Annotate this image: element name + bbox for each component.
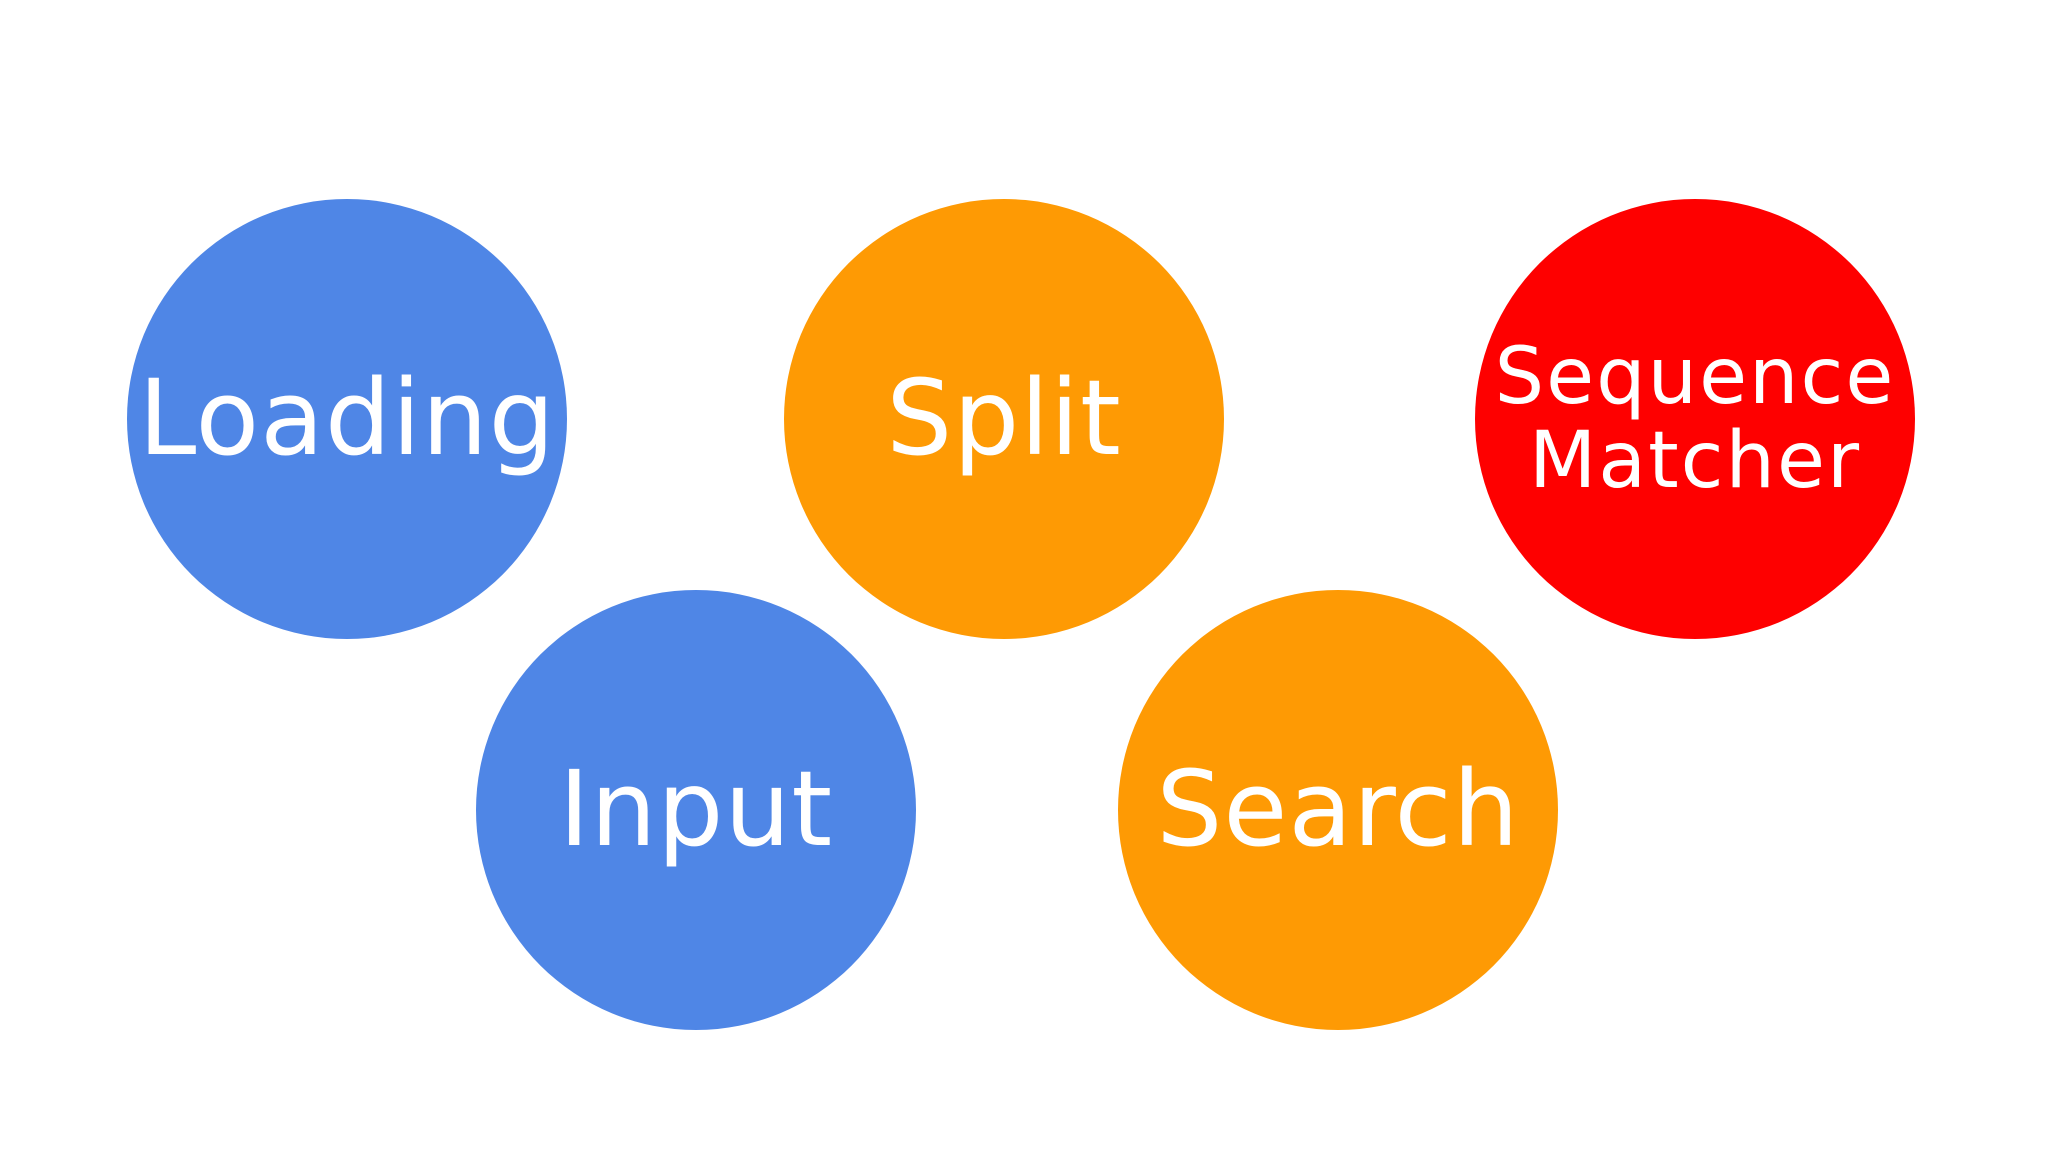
bubble-sequence-matcher-label-line2: Matcher	[1528, 416, 1862, 506]
bubble-split: Split	[784, 199, 1224, 639]
bubble-sequence-matcher: Sequence Matcher	[1475, 199, 1915, 639]
bubble-search-label: Search	[1156, 748, 1520, 871]
bubble-search: Search	[1118, 590, 1558, 1030]
bubble-sequence-matcher-label-line1: Sequence	[1494, 331, 1896, 422]
bubble-loading-label: Loading	[138, 357, 556, 480]
bubble-input-label: Input	[558, 748, 834, 871]
bubble-input: Input	[476, 590, 916, 1030]
bubble-split-label: Split	[886, 357, 1122, 480]
bubble-loading: Loading	[127, 199, 567, 639]
